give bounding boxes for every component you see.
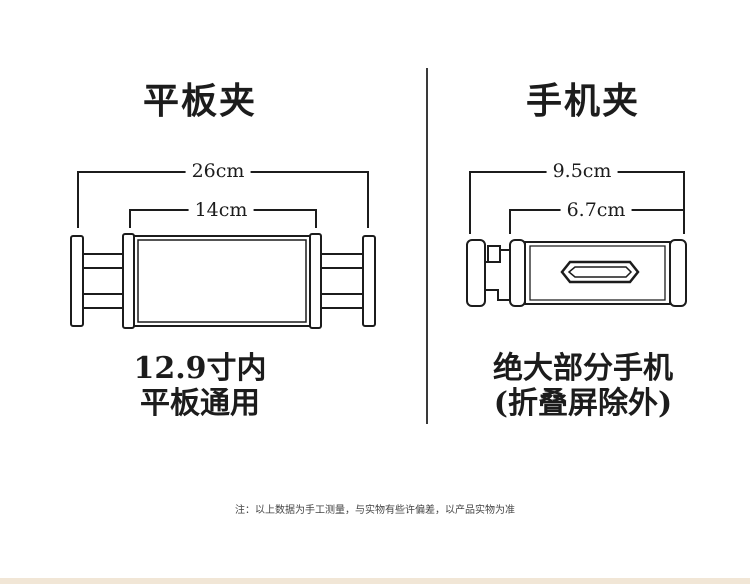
tablet-compat-line1: 12.9寸内 — [133, 351, 267, 386]
tablet-left-jaw — [122, 233, 135, 329]
tablet-holder-title: 平板夹 — [142, 80, 257, 122]
phone-compat-line2: (折叠屏除外) — [493, 386, 673, 421]
tablet-left-rod-top — [82, 253, 124, 269]
measurement-footnote: 注：以上数据为手工测量，与实物有些许偏差，以产品实物为准 — [235, 505, 515, 516]
phone-compat-line1: 绝大部分手机 — [493, 351, 673, 386]
tablet-outer-dimension-label: 26cm — [185, 160, 251, 182]
tablet-left-end-cap — [70, 235, 84, 327]
tablet-right-jaw — [309, 233, 322, 329]
bottom-strip — [0, 578, 750, 584]
phone-connector-knob — [487, 245, 501, 263]
tablet-holder-diagram — [70, 171, 376, 329]
tablet-right-rod-bottom — [320, 293, 364, 309]
phone-body-inner — [529, 245, 666, 301]
phone-holder-title: 手机夹 — [525, 80, 640, 122]
tablet-compat-line2: 平板通用 — [140, 386, 260, 421]
phone-inner-dimension-label: 6.7cm — [560, 199, 632, 221]
phone-holder-panel: 手机夹 — [430, 0, 750, 460]
phone-outer-dimension-label: 9.5cm — [546, 160, 618, 182]
panel-divider — [426, 68, 428, 424]
phone-right-jaw — [669, 239, 687, 307]
tablet-left-rod-bottom — [82, 293, 124, 309]
phone-badge-inner — [567, 266, 633, 278]
tablet-holder-panel: 平板夹 — [0, 0, 430, 460]
tablet-screen — [137, 239, 307, 323]
tablet-right-end-cap — [362, 235, 376, 327]
tablet-inner-dimension-label: 14cm — [188, 199, 254, 221]
tablet-right-rod-top — [320, 253, 364, 269]
phone-left-outer-cap — [466, 239, 486, 307]
phone-holder-diagram — [466, 171, 687, 307]
phone-left-jaw — [509, 239, 526, 307]
